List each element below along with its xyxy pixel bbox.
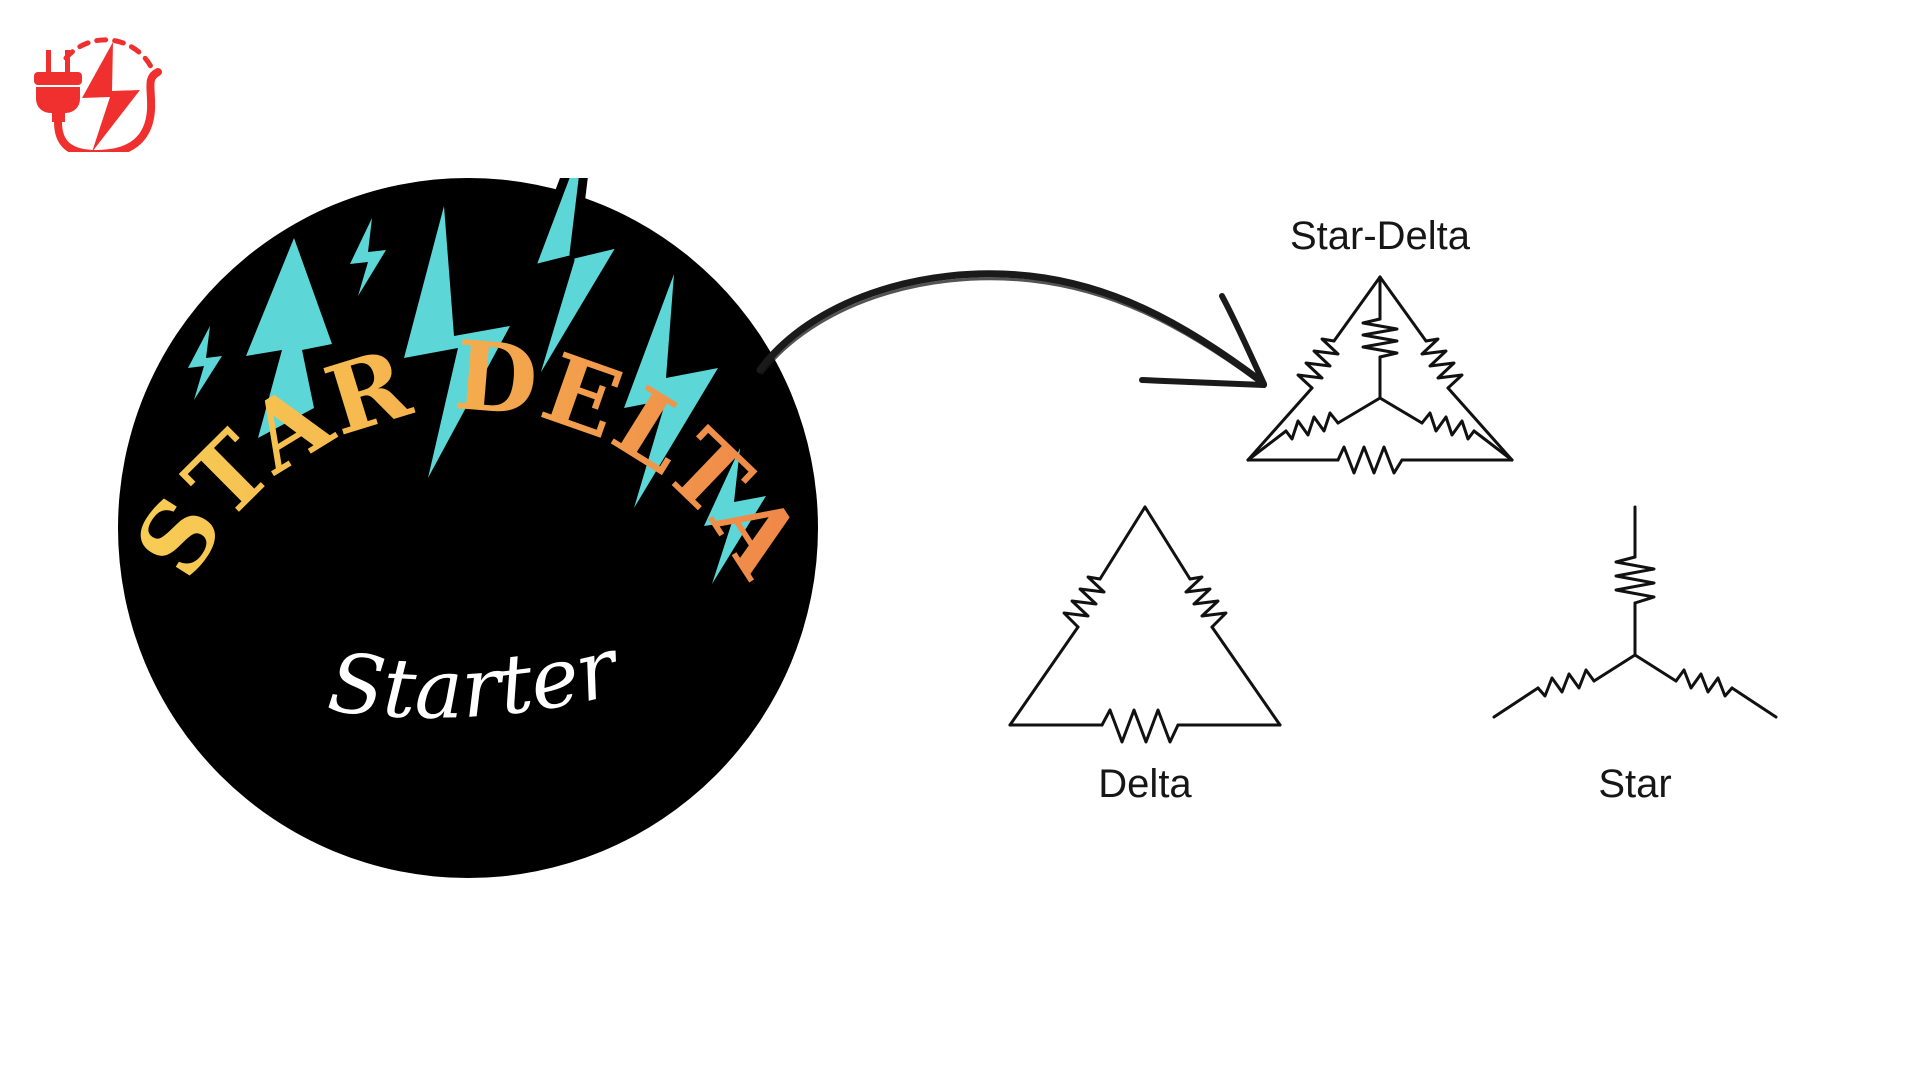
wye-right-leg-b: [1472, 429, 1514, 462]
lightning-bolts-group: [188, 178, 766, 584]
star-label: Star: [1598, 762, 1671, 806]
resistor-bottom-edge: [1336, 445, 1404, 475]
plug-head-icon: [36, 87, 80, 113]
bolt-6-icon: [624, 274, 718, 508]
delta-right-edge: [1143, 505, 1192, 581]
resistor-right-edge: [1420, 337, 1464, 390]
star-right-leg: [1633, 653, 1678, 683]
wye-left-leg-b: [1246, 429, 1288, 462]
bolt-2-icon: [246, 238, 332, 438]
star-resistor-top: [1614, 555, 1656, 605]
wye-right-leg: [1378, 396, 1424, 425]
star-left-leg-b: [1492, 686, 1540, 719]
dashed-arc-icon: [63, 37, 158, 79]
star-svg: Star: [1492, 505, 1778, 806]
wye-left-leg: [1336, 396, 1382, 425]
star-delta-badge: STAR DELTA Starter: [118, 178, 818, 878]
diagram-star: Star: [1490, 495, 1780, 815]
bolt-1-icon: [188, 326, 222, 400]
plug-prong-left-icon: [46, 50, 51, 72]
triangle-right-edge-b: [1446, 386, 1514, 462]
arrow-shaft-texture-icon: [760, 277, 1265, 387]
arrow-shaft-icon: [756, 270, 1266, 386]
arrow-head-barb-upper-icon: [1219, 293, 1267, 387]
bolt-7-icon: [704, 448, 766, 584]
delta-svg: Delta: [1008, 505, 1282, 806]
brand-logo: [18, 24, 190, 159]
resistor-wye-left: [1284, 411, 1340, 441]
star-right-leg-b: [1730, 686, 1778, 719]
triangle-left-edge: [1332, 275, 1382, 343]
plug-prong-right-icon: [65, 50, 70, 72]
delta-left-edge: [1098, 505, 1147, 581]
star-left-leg: [1592, 653, 1637, 683]
bolt-5-icon: [521, 178, 629, 411]
resistor-wye-right: [1420, 411, 1476, 441]
triangle-right-edge: [1378, 275, 1428, 343]
arrow-svg: [756, 270, 1267, 388]
arrow-head-barb-lower-icon: [1139, 377, 1267, 388]
diagram-delta: Delta: [1000, 495, 1290, 815]
delta-resistor-right: [1184, 575, 1228, 629]
plug-body-icon: [34, 72, 82, 85]
star-delta-svg: Star-Delta: [1246, 214, 1514, 475]
resistor-wye-top: [1361, 317, 1399, 359]
badge-svg: STAR DELTA Starter: [118, 178, 818, 878]
resistor-left-edge: [1296, 337, 1340, 390]
star-resistor-left: [1536, 668, 1596, 698]
cable-icon: [54, 68, 162, 159]
delta-right-edge-b: [1210, 625, 1282, 727]
star-resistor-right: [1674, 668, 1734, 698]
delta-resistor-bottom: [1100, 708, 1180, 744]
brand-logo-svg: [34, 37, 162, 159]
connector-arrow: [750, 240, 1350, 440]
diagram-star-delta: Star-Delta: [1230, 214, 1530, 525]
plug-neck-icon: [52, 113, 65, 122]
delta-left-edge-b: [1008, 625, 1080, 727]
delta-resistor-left: [1062, 575, 1106, 629]
lightning-bolt-icon: [82, 42, 140, 152]
triangle-left-edge-b: [1246, 386, 1314, 462]
bolt-4-icon: [404, 206, 510, 478]
star-delta-label: Star-Delta: [1290, 214, 1471, 258]
delta-label: Delta: [1098, 762, 1192, 806]
bolt-3-icon: [350, 218, 386, 296]
